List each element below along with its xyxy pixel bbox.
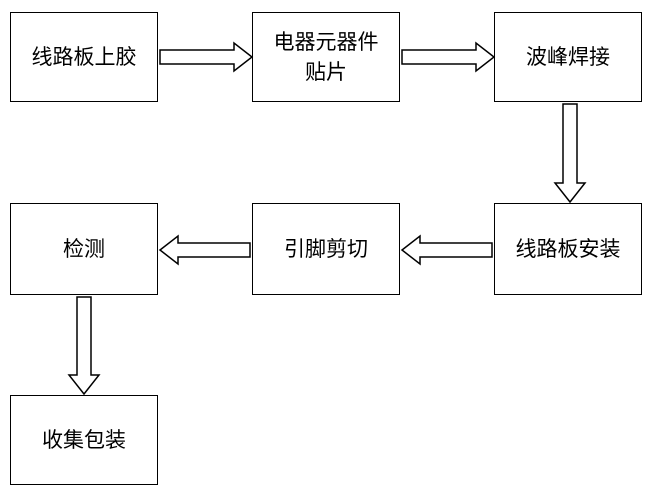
arrow-left-icon [400, 234, 493, 266]
arrow-down-icon [553, 103, 587, 204]
step-label: 线路板安装 [515, 237, 621, 261]
step-label: 检测 [63, 237, 105, 261]
arrow-left-icon [158, 234, 251, 266]
step-label: 波峰焊接 [526, 45, 610, 69]
step-label-line: 电器元器件 [273, 30, 379, 54]
arrow-right-icon [159, 41, 254, 73]
arrow-right-icon [401, 41, 496, 73]
step-label: 引脚剪切 [284, 237, 368, 261]
step-box-smd-placement: 电器元器件 贴片 [252, 12, 400, 102]
step-box-lead-cutting: 引脚剪切 [252, 203, 400, 295]
step-label-line: 贴片 [305, 60, 347, 84]
step-box-board-assembly: 线路板安装 [494, 203, 642, 295]
step-label: 收集包装 [42, 428, 126, 452]
step-box-inspection: 检测 [10, 203, 158, 295]
step-box-glue-board: 线路板上胶 [10, 12, 158, 102]
step-label: 线路板上胶 [31, 45, 137, 69]
arrow-down-icon [67, 296, 101, 396]
step-label-multiline: 电器元器件 贴片 [274, 27, 379, 87]
step-box-packaging: 收集包装 [10, 395, 158, 485]
